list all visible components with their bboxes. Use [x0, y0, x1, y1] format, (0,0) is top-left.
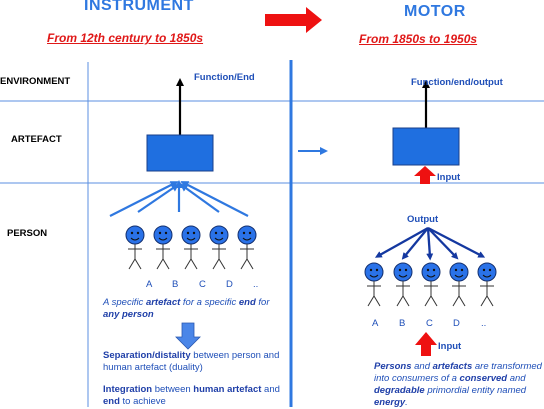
person-left-c-icon	[181, 225, 201, 270]
person-letter-right-a: A	[372, 318, 379, 329]
motor-period: From 1850s to 1950s	[359, 32, 478, 46]
down-arrow-left-icon	[175, 322, 201, 350]
person-left-b-icon	[153, 225, 173, 270]
input-label-top: Input	[437, 172, 461, 183]
person-letter-right-e: ..	[481, 318, 487, 329]
person-right-a-icon	[364, 262, 384, 307]
row-label-artefact: ARTEFACT	[11, 134, 62, 145]
person-letter-left-a: A	[146, 279, 153, 290]
artefact-box-right	[392, 127, 460, 166]
instrument-description-1: A specific artefact for a specific end f…	[103, 297, 270, 320]
person-left-d-icon	[209, 225, 229, 270]
person-letter-right-c: C	[426, 318, 433, 329]
instrument-period: From 12th century to 1850s	[47, 31, 204, 45]
instrument-title: INSTRUMENT	[84, 0, 194, 14]
person-left-a-icon	[125, 225, 145, 270]
person-right-b-icon	[393, 262, 413, 307]
function-label-left: Function/End	[194, 72, 255, 83]
person-right-e-icon	[477, 262, 497, 307]
red-right-arrow-icon	[265, 7, 322, 33]
output-label: Output	[407, 214, 439, 225]
function-label-right: Function/end/output	[411, 77, 503, 88]
person-letter-left-c: C	[199, 279, 206, 290]
output-arrows	[374, 226, 486, 261]
person-right-d-icon	[449, 262, 469, 307]
person-letter-right-d: D	[453, 318, 460, 329]
instrument-description-2: Separation/distality between person and …	[103, 350, 280, 373]
person-letter-left-e: ..	[253, 279, 259, 290]
person-letter-left-d: D	[226, 279, 233, 290]
person-left-e-icon	[237, 225, 257, 270]
person-right-c-icon	[421, 262, 441, 307]
person-letter-right-b: B	[399, 318, 406, 329]
persons-left	[125, 225, 257, 270]
input-arrow-top-icon	[414, 166, 436, 184]
row-label-environment: ENVIRONMENT	[0, 76, 71, 87]
input-label-bottom: Input	[438, 341, 462, 352]
persons-right	[364, 262, 497, 307]
artefact-box-left	[146, 134, 214, 172]
motor-description: Persons and artefacts are transformed in…	[374, 361, 542, 408]
motor-title: MOTOR	[404, 3, 466, 20]
input-arrow-bottom-icon	[415, 332, 437, 356]
person-letter-left-b: B	[172, 279, 179, 290]
instrument-description-3: Integration between human artefact and e…	[103, 384, 280, 407]
row-label-person: PERSON	[7, 228, 48, 239]
person-to-artefact-arrows	[109, 180, 249, 217]
